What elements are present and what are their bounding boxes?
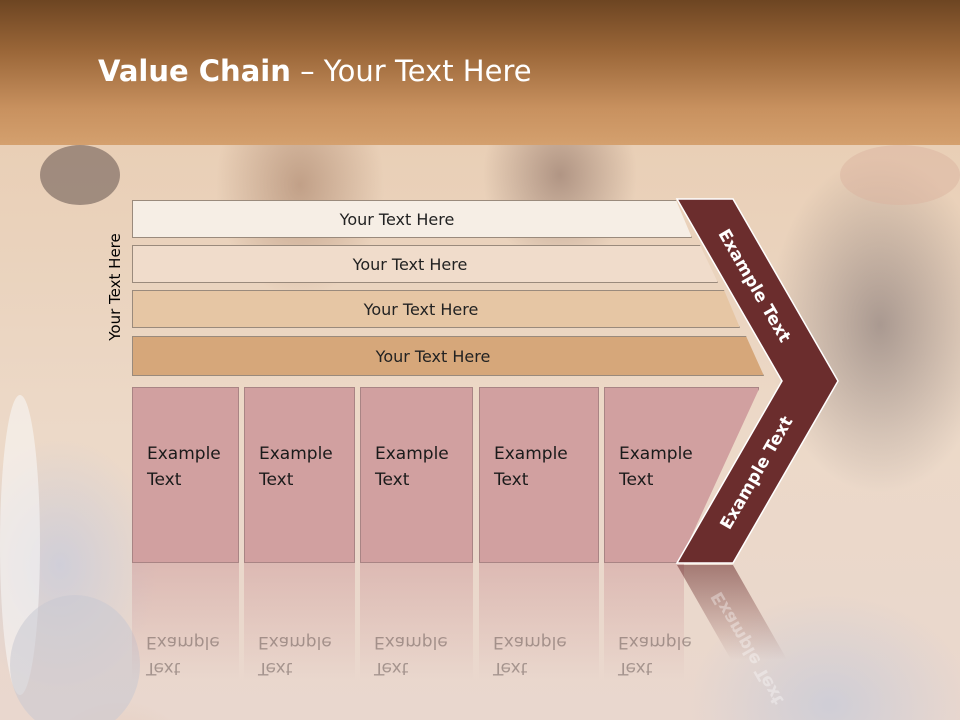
value-bar-1: Your Text Here xyxy=(132,200,692,238)
column-reflection: Text Example xyxy=(244,563,355,720)
column-reflection: Text Example xyxy=(132,563,239,720)
reflection-line2: Text xyxy=(374,658,409,678)
reflection-line2: Text xyxy=(258,658,293,678)
bar-label: Your Text Here xyxy=(363,299,479,319)
reflection-line1: Example xyxy=(618,632,692,652)
reflection-line1: Example xyxy=(146,632,220,652)
column-reflection: Text Example xyxy=(479,563,599,720)
column-line1: Example xyxy=(619,444,693,464)
reflection-line1: Example xyxy=(374,632,448,652)
column-line1: Example xyxy=(147,444,221,464)
bar-label: Your Text Here xyxy=(352,254,468,274)
bar-label: Your Text Here xyxy=(375,346,491,366)
column-line1: Example xyxy=(375,444,449,464)
value-bar-3: Your Text Here xyxy=(132,290,740,328)
column-reflection: Text Example xyxy=(604,563,692,720)
reflection-line1: Example xyxy=(258,632,332,652)
title-rest: – Your Text Here xyxy=(290,54,532,88)
photo-shape xyxy=(40,145,120,205)
bar-label: Your Text Here xyxy=(339,209,455,229)
photo-shape xyxy=(10,595,140,720)
photo-shape xyxy=(840,145,960,205)
column-line2: Text xyxy=(619,470,654,490)
reflection-line2: Text xyxy=(493,658,528,678)
title-bold: Value Chain xyxy=(98,54,291,88)
reflection-line2: Text xyxy=(146,658,181,678)
column-reflection: Text Example xyxy=(360,563,473,720)
side-label: Your Text Here xyxy=(106,233,124,341)
slide-title: Value Chain – Your Text Here xyxy=(98,54,532,88)
value-bar-4: Your Text Here xyxy=(132,336,764,376)
column-line1: Example xyxy=(494,444,568,464)
value-bar-2: Your Text Here xyxy=(132,245,718,283)
column-line2: Text xyxy=(147,470,182,490)
reflection-line1: Example xyxy=(493,632,567,652)
slide-header: Value Chain – Your Text Here xyxy=(0,0,960,145)
column-line2: Text xyxy=(259,470,294,490)
column-line2: Text xyxy=(375,470,410,490)
reflection-line2: Text xyxy=(618,658,653,678)
column-line1: Example xyxy=(259,444,333,464)
column-line2: Text xyxy=(494,470,529,490)
